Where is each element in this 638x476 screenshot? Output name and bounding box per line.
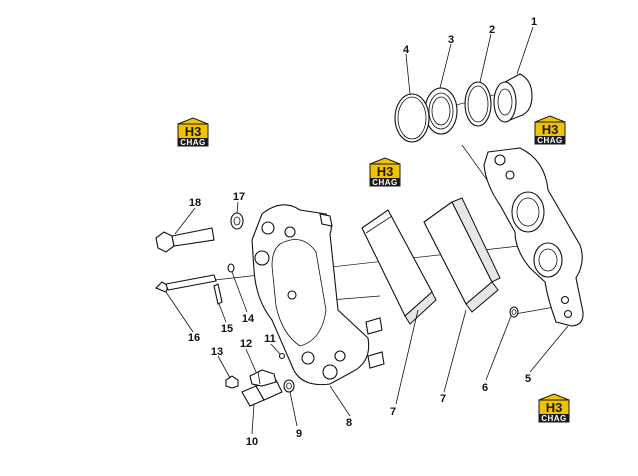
- brand-logo-2: H3 CHAG: [369, 157, 401, 187]
- callout-3: 3: [448, 34, 454, 46]
- callout-8: 8: [346, 417, 352, 429]
- callout-9: 9: [296, 428, 302, 440]
- part-16-long-bolt: [155, 274, 217, 293]
- callout-16: 16: [188, 332, 200, 344]
- brand-logo-3: H3 CHAG: [534, 115, 566, 145]
- part-14-ring: [227, 263, 235, 273]
- callout-4: 4: [403, 44, 410, 56]
- callout-7-b: 7: [440, 393, 446, 405]
- part-1-bushing: [493, 73, 533, 123]
- logo-mark-text: H3: [185, 124, 202, 139]
- callout-11: 11: [264, 333, 276, 345]
- callout-2: 2: [489, 24, 495, 36]
- part-18-hex-bolt: [155, 227, 215, 253]
- logo-brand-text: CHAG: [541, 414, 567, 423]
- part-11-bleed-ball: [278, 352, 286, 360]
- logo-mark-text: H3: [542, 122, 559, 137]
- callout-12: 12: [240, 338, 252, 350]
- callout-10: 10: [246, 436, 258, 448]
- callout-13: 13: [211, 346, 223, 358]
- brand-logo-4: H3 CHAG: [538, 393, 570, 423]
- callout-7-a: 7: [390, 406, 396, 418]
- part-12-bleeder-screw: [249, 369, 277, 387]
- callout-14: 14: [242, 313, 255, 325]
- part-6-washer: [509, 306, 519, 318]
- part-4-o-ring: [394, 93, 430, 143]
- part-5-caliper-housing: [483, 147, 584, 327]
- part-3-seal: [424, 87, 458, 135]
- callout-labels: 1 2 3 4 5 6 7 7 8 9 10 11 12 13 14 15 16…: [188, 16, 537, 448]
- part-8-inner-caliper: [251, 204, 385, 386]
- part-17-washer: [230, 212, 244, 230]
- part-2-ring: [464, 81, 492, 127]
- part-9-washer: [283, 379, 295, 393]
- leader-lines: [165, 26, 569, 435]
- callout-18: 18: [189, 197, 201, 209]
- part-7-brake-pad-a: [361, 209, 437, 325]
- part-15-pin: [213, 283, 223, 305]
- callout-6: 6: [482, 382, 488, 394]
- logo-brand-text: CHAG: [372, 178, 398, 187]
- part-7-brake-pad-b: [423, 197, 501, 313]
- logo-brand-text: CHAG: [180, 138, 206, 147]
- logo-mark-text: H3: [377, 164, 394, 179]
- brand-logo-1: H3 CHAG: [177, 117, 209, 147]
- callout-1: 1: [531, 16, 537, 28]
- callout-15: 15: [221, 323, 233, 335]
- part-13-dust-cap: [225, 375, 239, 389]
- logo-brand-text: CHAG: [537, 136, 563, 145]
- callout-17: 17: [233, 191, 245, 203]
- callout-5: 5: [525, 373, 531, 385]
- logo-mark-text: H3: [546, 400, 563, 415]
